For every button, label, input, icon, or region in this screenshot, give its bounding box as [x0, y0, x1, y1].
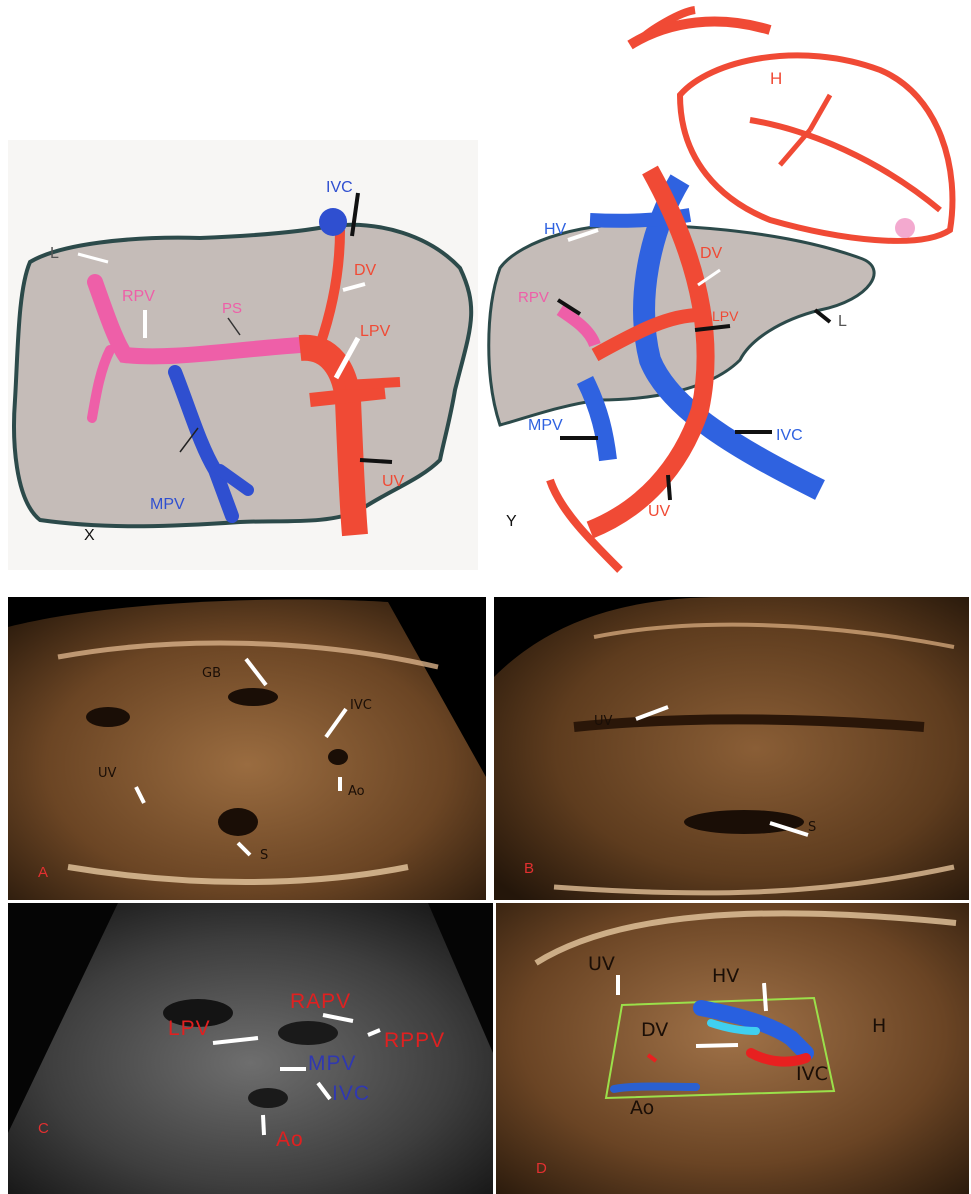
label-rpv-y: RPV — [518, 290, 549, 305]
heart-shape-y — [680, 55, 952, 241]
label-lpv-x: LPV — [360, 324, 390, 340]
label-ao-a: Ao — [348, 785, 365, 798]
label-ps-x: PS — [222, 301, 242, 316]
label-mpv-c: MPV — [308, 1053, 357, 1074]
label-ivc-x: IVC — [326, 180, 353, 196]
ultrasound-panel-b: UV S B — [494, 597, 969, 900]
label-ao-c: Ao — [276, 1129, 304, 1150]
label-mpv-y: MPV — [528, 418, 563, 434]
label-h-d: H — [872, 1017, 886, 1036]
liver-diagram-y — [480, 0, 971, 580]
label-dv-y: DV — [700, 246, 722, 262]
label-uv-x: UV — [382, 474, 404, 490]
label-uv-b: UV — [594, 715, 612, 728]
letter-x: X — [84, 528, 95, 544]
illustration-x: IVC L RPV PS DV LPV MPV UV X — [0, 0, 480, 580]
letter-c: C — [38, 1121, 49, 1136]
liver-diagram-x — [0, 0, 480, 580]
label-ivc-y: IVC — [776, 428, 803, 444]
letter-y: Y — [506, 514, 517, 530]
label-ao-d: Ao — [630, 1099, 654, 1118]
label-ivc-a: IVC — [350, 699, 372, 712]
ultrasound-panel-a: GB IVC UV Ao S A — [8, 597, 486, 900]
label-mpv-x: MPV — [150, 497, 185, 513]
label-hv-y: HV — [544, 222, 566, 238]
label-hv-d: HV — [712, 967, 739, 986]
letter-b: B — [524, 861, 534, 876]
label-uv-d: UV — [588, 955, 615, 974]
ultrasound-panel-d: UV HV H DV IVC Ao D — [496, 903, 969, 1194]
label-s-b: S — [808, 821, 816, 834]
label-rpv-x: RPV — [122, 289, 155, 305]
label-l-y: L — [838, 314, 847, 330]
label-lpv-c: LPV — [168, 1018, 211, 1039]
label-s-a: S — [260, 849, 268, 862]
label-uv-y: UV — [648, 504, 670, 520]
ultrasound-panel-c: RAPV LPV RPPV MPV IVC Ao C — [8, 903, 493, 1194]
label-dv-d: DV — [641, 1021, 668, 1040]
label-dv-x: DV — [354, 263, 376, 279]
label-rapv-c: RAPV — [290, 991, 351, 1012]
letter-a: A — [38, 865, 48, 880]
label-ivc-d: IVC — [796, 1065, 828, 1084]
ivc-circle-x — [319, 208, 347, 236]
label-l-x: L — [50, 246, 59, 262]
label-ivc-c: IVC — [332, 1083, 370, 1104]
illustration-y: H HV DV RPV LPV L MPV IVC UV Y — [480, 0, 971, 580]
label-gb-a: GB — [202, 667, 221, 680]
label-rppv-c: RPPV — [384, 1030, 445, 1051]
label-lpv-y: LPV — [712, 309, 738, 323]
label-h-y: H — [770, 70, 782, 87]
label-uv-a: UV — [98, 767, 116, 780]
letter-d: D — [536, 1161, 547, 1176]
